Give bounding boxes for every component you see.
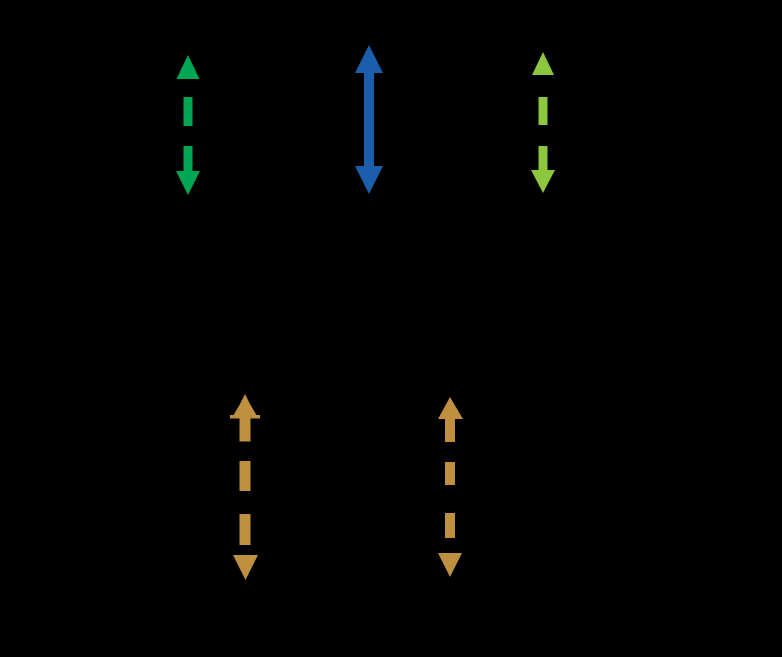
- blue-solid-double-arrow-rect: [364, 71, 374, 167]
- light-green-dashed-double-arrow-rect: [538, 146, 548, 172]
- dark-green-dashed-double-arrow-rect: [183, 97, 193, 126]
- dark-green-dashed-double-arrow-polygon: [176, 55, 200, 79]
- gold-dashed-double-arrow-right-polygon: [438, 397, 463, 419]
- gold-dashed-double-arrow-right-rect: [445, 513, 455, 538]
- blue-solid-double-arrow: [355, 45, 383, 194]
- blue-solid-double-arrow-polygon: [355, 166, 383, 194]
- gold-dashed-double-arrow-left-rect: [239, 418, 251, 442]
- dark-green-dashed-double-arrow-polygon: [176, 171, 200, 195]
- dark-green-dashed-double-arrow-rect: [183, 146, 193, 174]
- gold-dashed-double-arrow-right-rect: [445, 462, 455, 485]
- gold-dashed-double-arrow-left-rect: [230, 415, 260, 419]
- light-green-dashed-double-arrow-polygon: [532, 52, 554, 75]
- gold-dashed-double-arrow-left-polygon: [233, 404, 257, 416]
- blue-solid-double-arrow-polygon: [355, 45, 383, 73]
- gold-dashed-double-arrow-left-polygon: [233, 555, 258, 580]
- gold-dashed-double-arrow-right-polygon: [438, 553, 462, 577]
- gold-dashed-double-arrow-left-rect: [239, 461, 251, 491]
- gold-dashed-double-arrow-left: [230, 394, 260, 580]
- gold-dashed-double-arrow-right-rect: [445, 417, 455, 442]
- dark-green-dashed-double-arrow: [176, 55, 200, 195]
- gold-dashed-double-arrow-right: [438, 397, 463, 577]
- light-green-dashed-double-arrow-polygon: [531, 170, 555, 193]
- light-green-dashed-double-arrow-rect: [538, 97, 548, 125]
- gold-dashed-double-arrow-left-polygon: [240, 394, 250, 404]
- gold-dashed-double-arrow-left-rect: [239, 514, 251, 545]
- light-green-dashed-double-arrow: [531, 52, 555, 193]
